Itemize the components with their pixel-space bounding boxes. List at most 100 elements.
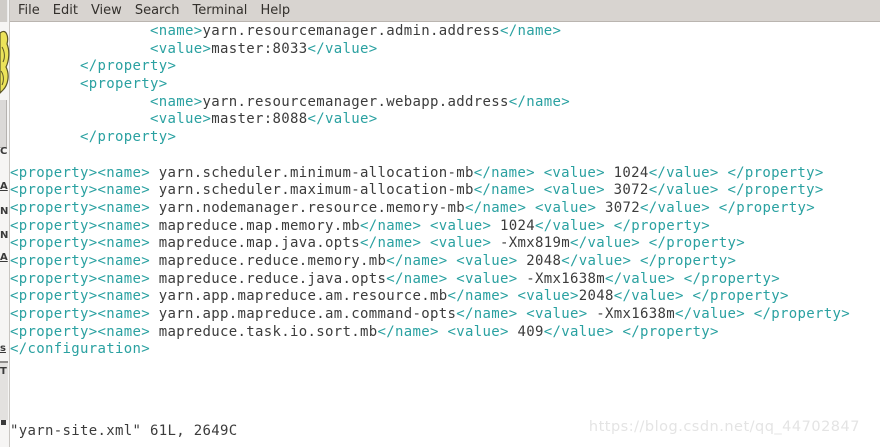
xml-tag: <property><name> [10,182,150,199]
xml-tag: </property> [613,217,710,234]
xml-tag: </property> [639,252,737,269]
xml-tag: <property><name> [10,252,150,269]
xml-text: yarn.app.mapreduce.am.resource.mb [149,288,448,305]
menu-item-edit[interactable]: Edit [52,3,78,18]
xml-tag: <property><name> [10,270,150,287]
xml-text [745,306,754,322]
xml-tag: </value> [604,270,675,287]
code-line: <value>master:8088</value> [10,111,880,129]
xml-tag: <value> [447,323,509,340]
desktop-icon-fragment [0,30,10,94]
code-line: <property><name> mapreduce.map.memory.mb… [10,218,880,236]
xml-tag: <value> [543,182,605,199]
xml-tag: </value> [613,288,684,305]
xml-tag: </property> [622,323,719,340]
xml-text: 3072 [604,182,649,199]
xml-tag: <name> [149,93,203,110]
xml-tag: </property> [753,306,850,322]
code-line: <property><name> mapreduce.reduce.java.o… [10,271,880,289]
xml-text: yarn.app.mapreduce.am.command-opts [149,306,457,322]
xml-text: 409 [508,323,544,340]
xml-text: yarn.resourcemanager.webapp.address [202,93,509,110]
xml-tag: </value> [543,323,614,340]
xml-tag: </name> [508,93,570,110]
xml-text: mapreduce.reduce.java.opts [149,270,387,287]
xml-tag: <value> [429,217,492,234]
desktop-edge-letter: A [0,252,8,263]
menu-item-terminal[interactable]: Terminal [192,3,248,18]
xml-text: 2048 [578,288,614,305]
xml-text [10,23,150,39]
xml-text: mapreduce.reduce.memory.mb [149,252,387,269]
xml-tag: </property> [683,270,780,287]
xml-text: -Xmx819m [491,235,570,252]
xml-tag: </property> [80,58,177,75]
desktop-fragment-dot [1,420,6,425]
code-line: <property><name> mapreduce.map.java.opts… [10,235,880,253]
vim-status-line: "yarn-site.xml" 61L, 2649C [10,423,238,439]
xml-text [10,94,150,110]
xml-tag: <property><name> [10,323,150,340]
code-line: <name>yarn.resourcemanager.webapp.addres… [10,94,880,112]
desktop-edge-letter: A [0,181,8,192]
xml-text: 2048 [517,252,562,269]
code-line: <value>master:8033</value> [10,41,880,59]
xml-tag: </name> [464,199,527,216]
xml-text [526,200,535,216]
xml-tag: <property><name> [10,306,150,322]
xml-tag: <property><name> [10,217,150,234]
xml-tag: </value> [561,252,632,269]
terminal-screen[interactable]: <name>yarn.resourcemanager.admin.address… [10,23,880,447]
xml-text: mapreduce.map.memory.mb [149,217,360,234]
xml-tag: <property><name> [10,288,150,305]
xml-text [447,253,456,269]
xml-text [675,271,684,287]
xml-tag: </name> [456,306,518,322]
menubar: File Edit View Search Terminal Help [10,0,880,22]
xml-text [10,41,150,57]
xml-tag: </name> [386,270,448,287]
xml-tag: </name> [499,23,562,39]
xml-text: yarn.nodemanager.resource.memory-mb [149,199,465,216]
xml-tag: </name> [473,182,535,199]
xml-text: 3072 [596,199,640,216]
menu-item-help[interactable]: Help [260,3,291,18]
xml-text [535,165,544,181]
xml-text [535,182,544,198]
xml-text [10,58,80,74]
code-line: <property><name> yarn.app.mapreduce.am.r… [10,288,880,306]
xml-tag: </property> [718,199,815,216]
xml-text: mapreduce.task.io.sort.mb [149,323,378,340]
xml-text [10,129,80,145]
menu-item-file[interactable]: File [18,3,40,18]
xml-text [631,253,640,269]
background-window-edge [0,0,8,22]
xml-tag: <name> [149,23,203,39]
xml-tag: </value> [307,111,378,128]
xml-text: yarn.resourcemanager.admin.address [202,23,500,39]
xml-tag: <value> [456,270,518,287]
xml-text [10,111,150,127]
background-panel-fragment [0,361,8,420]
xml-text: 1024 [491,217,535,234]
background-window-edge-2 [0,100,7,148]
xml-tag: </property> [692,288,789,305]
menu-item-search[interactable]: Search [134,3,180,18]
xml-tag: </value> [639,199,710,216]
desktop-edge-letter: T [0,366,7,377]
code-line: <property><name> yarn.scheduler.minimum-… [10,165,880,183]
xml-text: yarn.scheduler.minimum-allocation-mb [149,164,474,181]
xml-text: -Xmx1638m [587,306,675,322]
xml-text: master:8033 [211,40,308,57]
xml-tag: </name> [386,252,448,269]
xml-tag: </name> [447,288,509,305]
xml-tag: <value> [526,306,588,322]
xml-tag: </value> [674,306,745,322]
code-line: </property> [10,58,880,76]
xml-text [605,218,614,234]
code-line: <property><name> yarn.scheduler.maximum-… [10,182,880,200]
xml-tag: </name> [359,235,422,252]
menu-item-view[interactable]: View [90,3,122,18]
